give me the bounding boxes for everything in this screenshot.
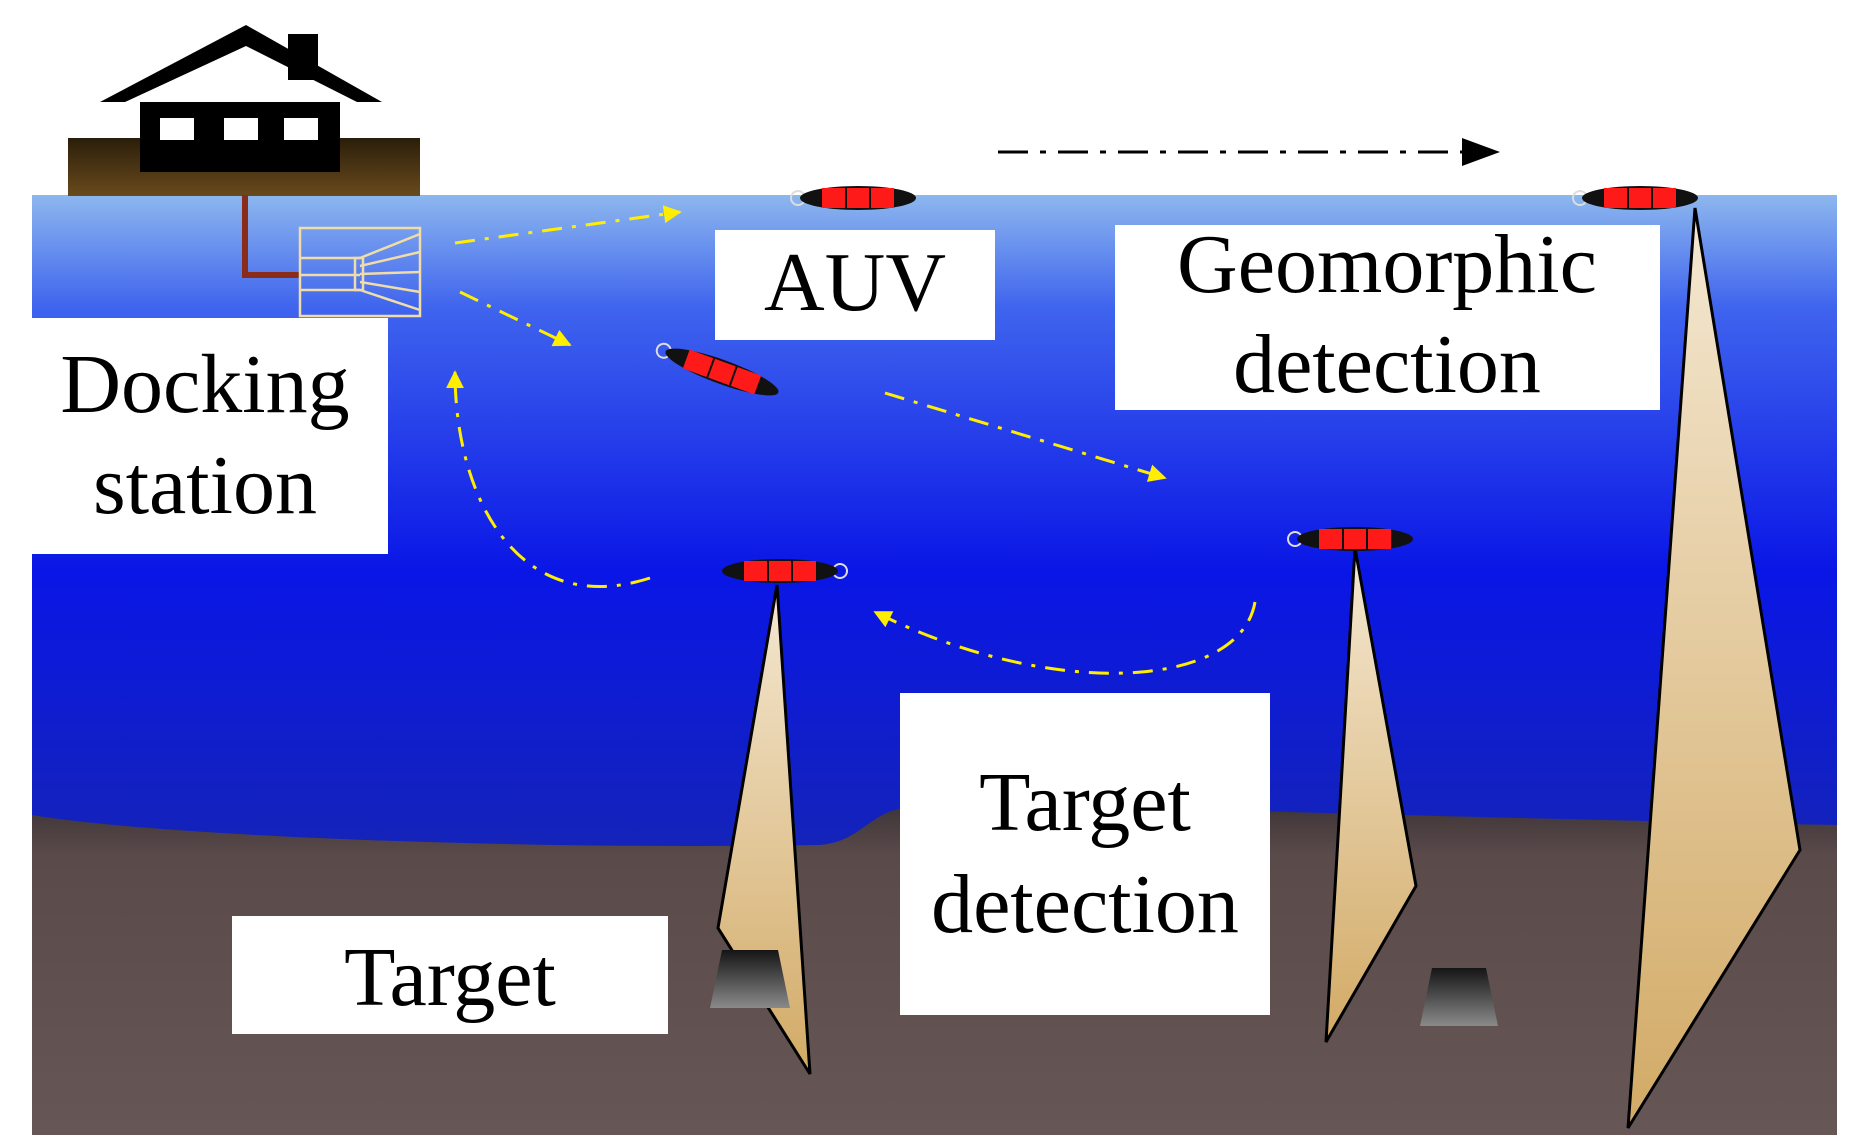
target-label-text: Target xyxy=(344,931,556,1024)
auv-icon xyxy=(722,559,848,583)
target-block-icon xyxy=(710,950,790,1008)
docking-station-label: Docking station xyxy=(32,318,388,554)
mission-path xyxy=(446,205,1257,675)
geomorphic-label-line1: Geomorphic xyxy=(1177,218,1597,311)
geomorphic-label-line2: detection xyxy=(1233,318,1541,411)
target-detection-label-line2: detection xyxy=(931,858,1239,951)
dash-dot-arrow-icon xyxy=(998,138,1500,166)
target-detection-label: Target detection xyxy=(900,693,1270,1015)
sonar-beam-2 xyxy=(1324,547,1418,1043)
auv-label: AUV xyxy=(715,230,995,340)
auv-icon xyxy=(790,186,916,210)
path-dock-to-surface xyxy=(454,205,682,245)
auv-label-text: AUV xyxy=(764,236,946,329)
docking-label-line1: Docking xyxy=(60,338,349,431)
path-return-to-dock xyxy=(446,370,651,589)
auv-icon xyxy=(1572,186,1698,210)
geomorphic-detection-label: Geomorphic detection xyxy=(1115,218,1660,411)
path-dive-to-auv3 xyxy=(884,391,1167,482)
target-label: Target xyxy=(232,916,668,1034)
docking-cage-icon xyxy=(298,226,422,318)
docking-label-line2: station xyxy=(93,439,317,532)
target-detection-label-line1: Target xyxy=(979,756,1191,849)
auv-icon xyxy=(1287,527,1413,551)
auv-icon xyxy=(655,342,779,396)
docking-cable xyxy=(242,195,300,278)
sonar-beam-3 xyxy=(1626,207,1802,1129)
path-return-to-auv2 xyxy=(873,601,1257,675)
target-block-icon xyxy=(1420,968,1498,1026)
house-icon xyxy=(100,25,382,172)
path-dock-to-dive xyxy=(459,290,572,347)
